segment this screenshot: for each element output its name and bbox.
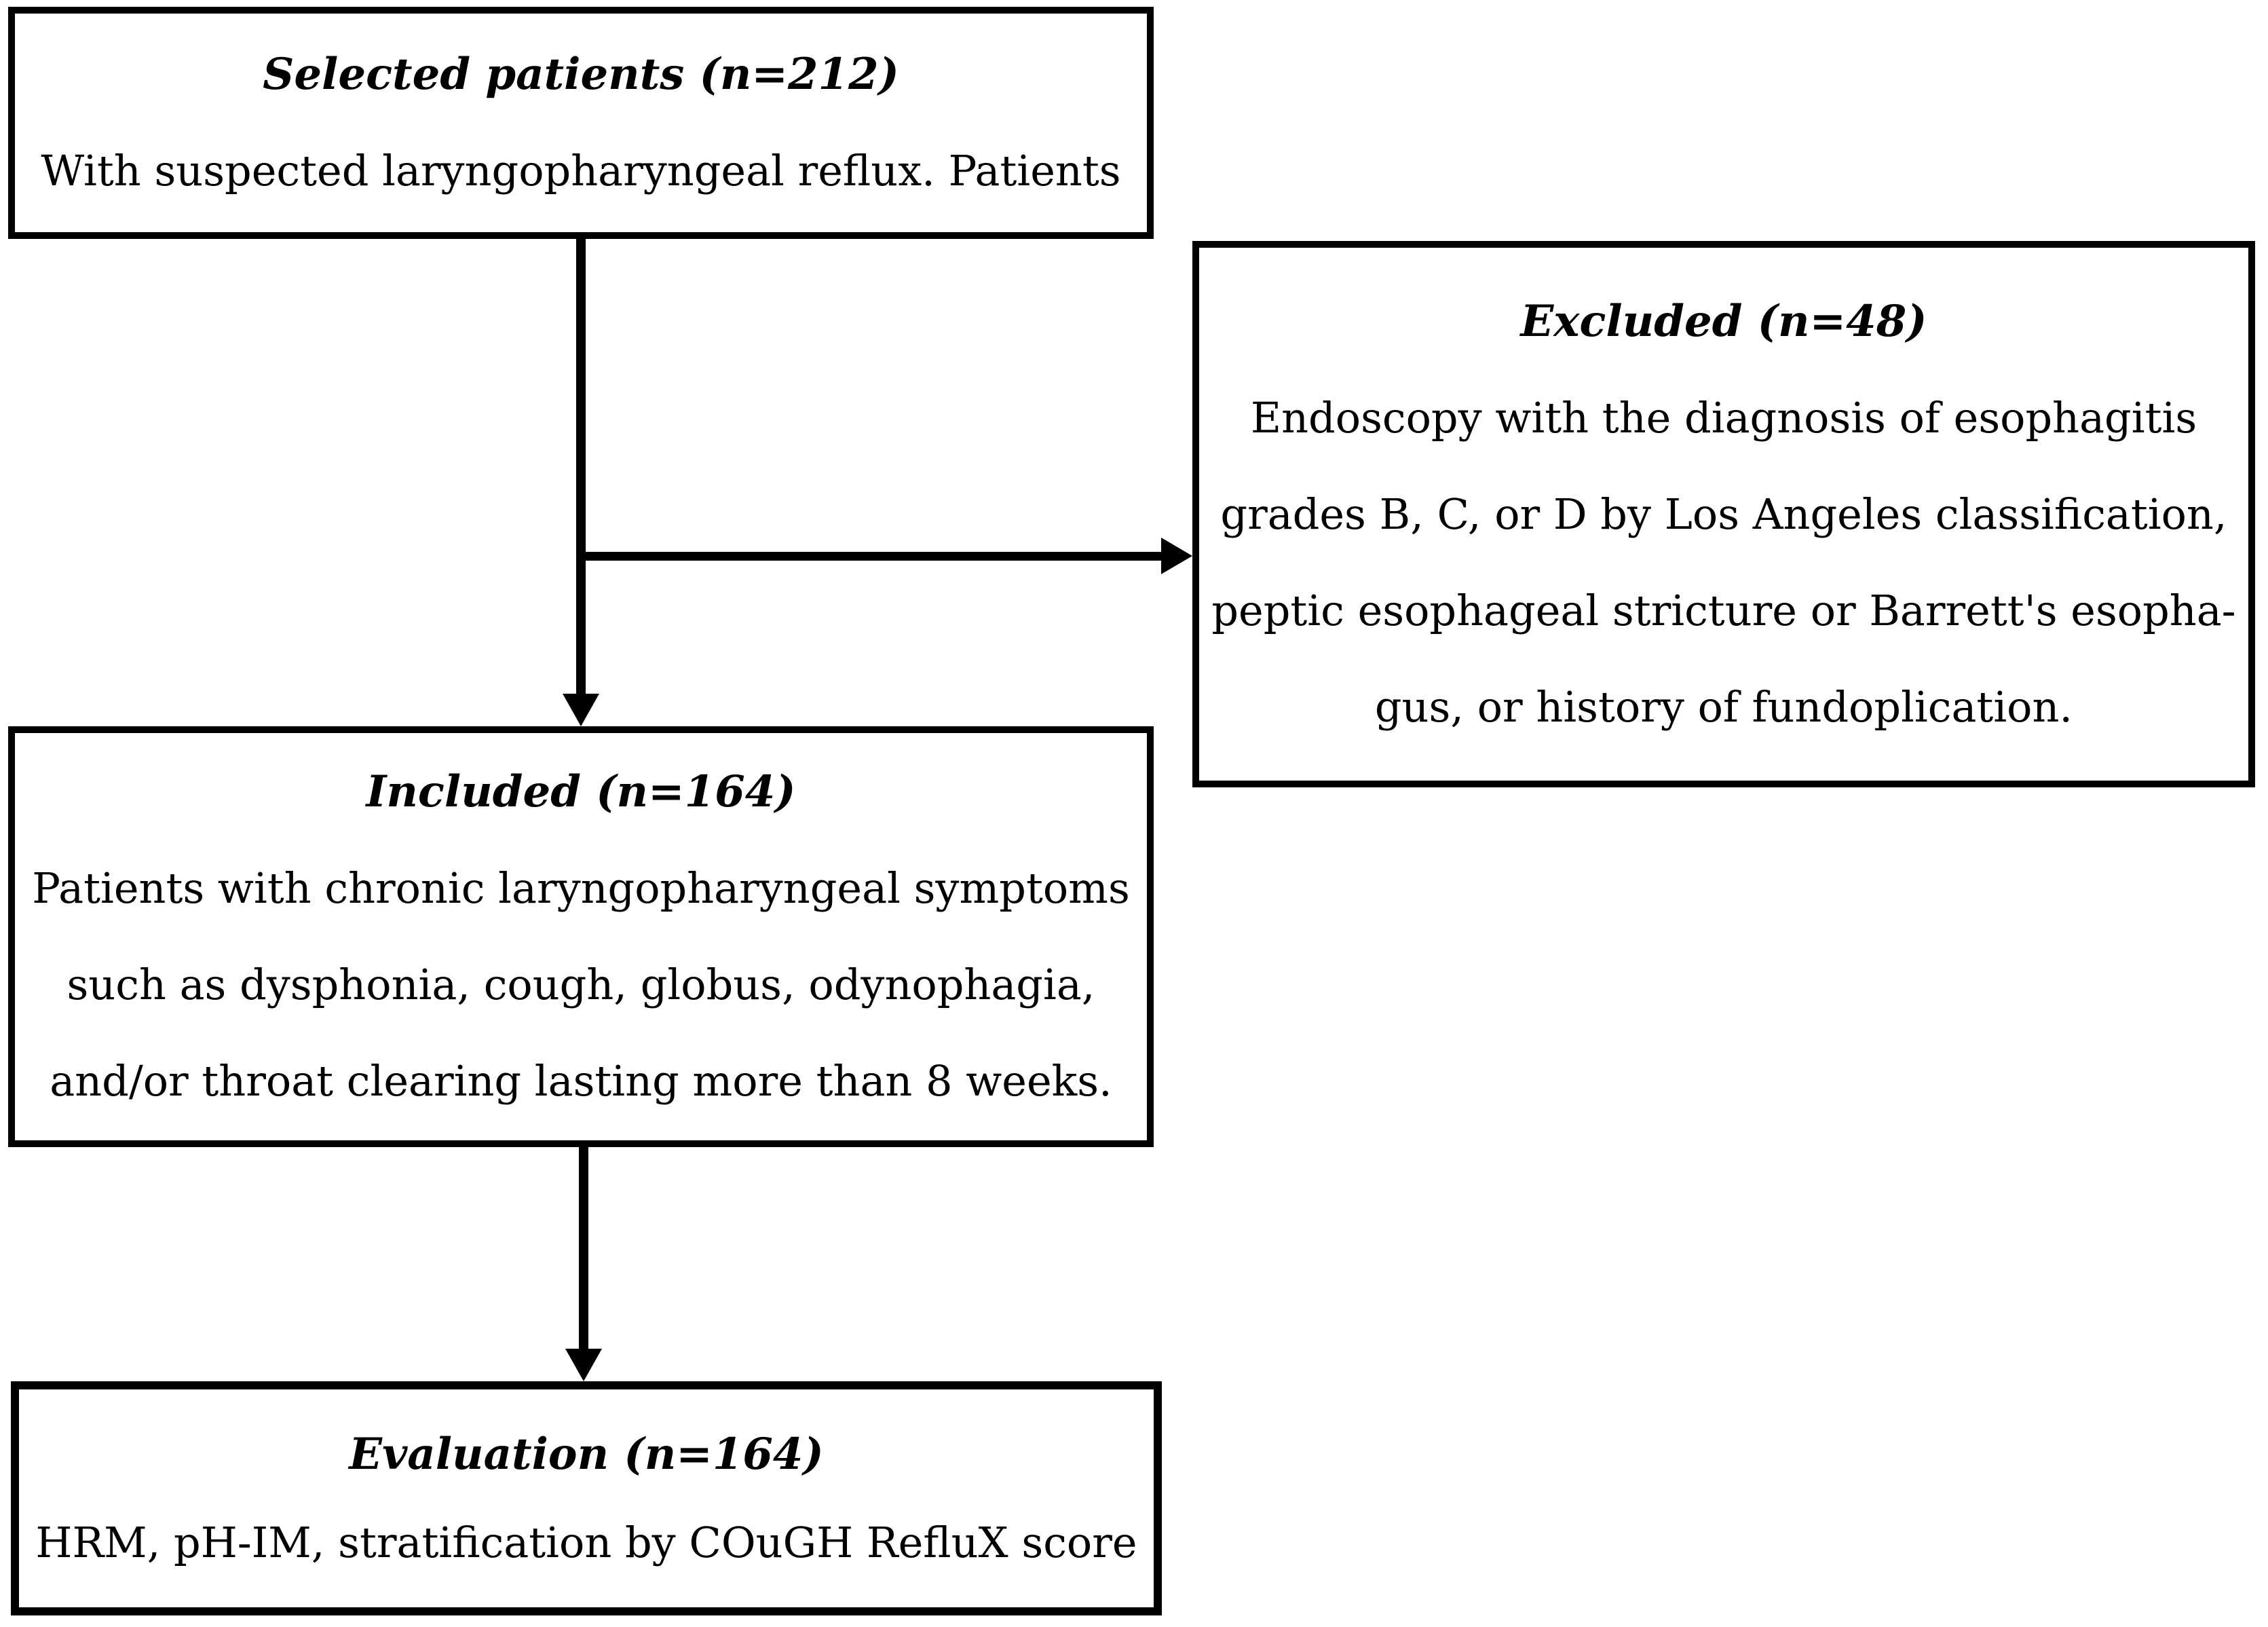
box-included-body-line: such as dysphonia, cough, globus, odynop…	[67, 960, 1095, 1009]
box-included-title: Included (n=164)	[366, 766, 796, 817]
arrow-included-to-evaluation-shaft	[579, 1147, 588, 1349]
box-included: Included (n=164) Patients with chronic l…	[8, 726, 1154, 1147]
box-excluded: Excluded (n=48) Endoscopy with the diagn…	[1192, 241, 2255, 787]
arrow-down-icon	[563, 694, 599, 726]
box-excluded-body-line: grades B, C, or D by Los Angeles classif…	[1220, 489, 2227, 539]
box-selected-title: Selected patients (n=212)	[263, 49, 899, 100]
box-evaluation-body-line: HRM, pH-IM, stratification by COuGH Refl…	[35, 1517, 1137, 1567]
box-excluded-title: Excluded (n=48)	[1520, 295, 1927, 347]
box-excluded-body-line: peptic esophageal stricture or Barrett's…	[1211, 585, 2236, 635]
box-evaluation: Evaluation (n=164) HRM, pH-IM, stratific…	[11, 1381, 1162, 1615]
box-excluded-body-line: gus, or history of fundoplication.	[1374, 681, 2073, 732]
box-excluded-body-line: Endoscopy with the diagnosis of esophagi…	[1250, 392, 2197, 443]
box-included-body-line: Patients with chronic laryngopharyngeal …	[32, 863, 1130, 913]
box-included-body-line: and/or throat clearing lasting more than…	[50, 1056, 1112, 1106]
box-selected-patients: Selected patients (n=212) With suspected…	[8, 7, 1154, 239]
arrow-selected-to-included-shaft	[576, 239, 586, 696]
arrow-right-icon	[1161, 538, 1192, 574]
arrow-selected-to-excluded-shaft	[581, 552, 1163, 561]
arrow-down-icon	[565, 1349, 602, 1381]
box-selected-body-line: With suspected laryngopharyngeal reflux.…	[41, 146, 1121, 195]
box-evaluation-title: Evaluation (n=164)	[349, 1428, 824, 1480]
